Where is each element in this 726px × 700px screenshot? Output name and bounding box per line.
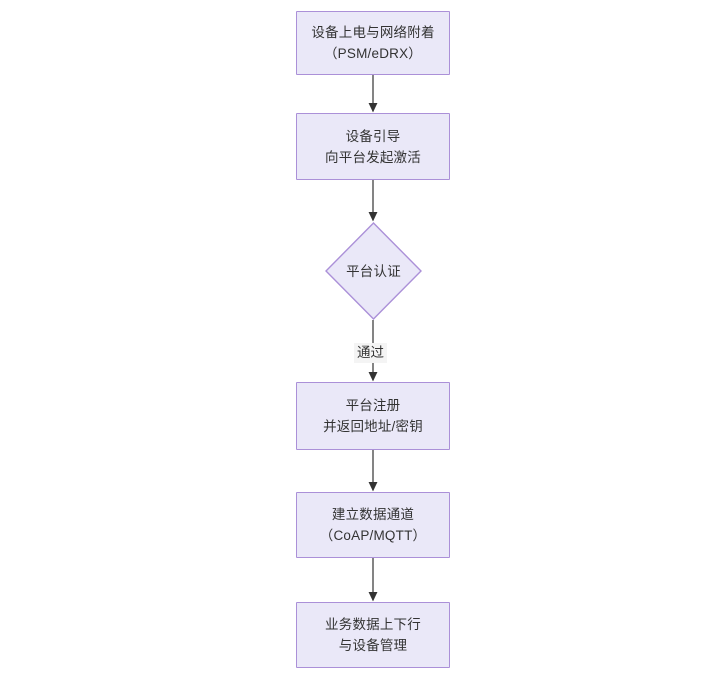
flow-node-label: 平台注册 并返回地址/密钥	[323, 398, 423, 434]
flow-node-establish-data-channel[interactable]: 建立数据通道 （CoAP/MQTT）	[296, 492, 450, 558]
flow-node-label: 设备引导 向平台发起激活	[325, 128, 421, 165]
flow-node-label: 设备上电与网络附着 （PSM/eDRX）	[311, 25, 435, 61]
flow-node-label: 业务数据上下行 与设备管理	[325, 617, 421, 653]
flow-node-business-data-and-device-mgmt[interactable]: 业务数据上下行 与设备管理	[296, 602, 450, 668]
diamond-shape-icon	[325, 222, 422, 320]
flow-node-platform-register[interactable]: 平台注册 并返回地址/密钥	[296, 382, 450, 450]
flow-node-device-power-on[interactable]: 设备上电与网络附着 （PSM/eDRX）	[296, 11, 450, 75]
flow-node-label: 建立数据通道 （CoAP/MQTT）	[319, 507, 427, 543]
edge-label-pass: 通过	[354, 343, 387, 363]
flow-node-label: 平台认证	[346, 263, 401, 279]
flow-node-platform-auth-decision[interactable]: 平台认证	[325, 222, 422, 320]
flow-node-device-bootstrap[interactable]: 设备引导 向平台发起激活	[296, 113, 450, 180]
